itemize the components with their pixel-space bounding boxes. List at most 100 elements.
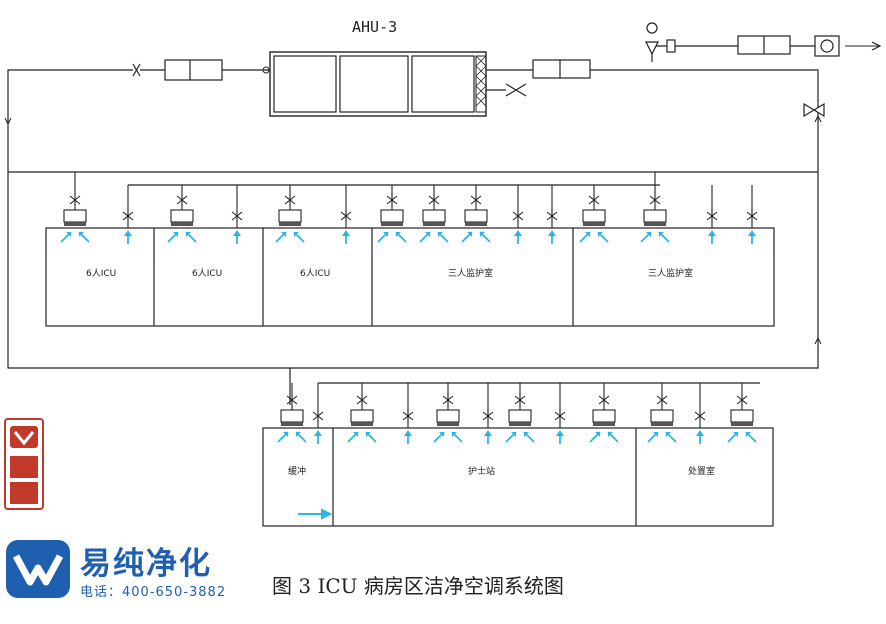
airflow-arrowhead	[666, 432, 671, 437]
hepa-diffuser	[731, 422, 753, 426]
hepa-box	[582, 209, 606, 223]
figure-caption: 图 3 ICU 病房区洁净空调系统图	[272, 574, 564, 598]
branch-valve	[598, 395, 610, 405]
branch-valve	[286, 395, 298, 405]
hepa-diffuser	[281, 422, 303, 426]
branch-valve	[546, 211, 558, 221]
airflow-arrowhead	[598, 232, 603, 237]
hepa-diffuser	[64, 222, 86, 226]
airflow-arrowhead	[438, 232, 443, 237]
airflow-arrowhead	[467, 232, 472, 237]
hepa-box	[730, 409, 754, 423]
airflow-arrowhead	[653, 432, 658, 437]
return-arrowhead	[404, 430, 412, 436]
return-arrowhead	[233, 230, 241, 236]
hepa-box	[508, 409, 532, 423]
lower-room-labels: 缓冲 护士站 处置室	[288, 465, 715, 477]
ahu-title: AHU-3	[352, 18, 397, 36]
hepa-box	[422, 209, 446, 223]
hepa-diffuser	[651, 422, 673, 426]
flow-arrows	[4, 114, 822, 345]
brand-name: 易纯净化	[80, 546, 212, 582]
return-arrowhead	[314, 430, 322, 436]
branch-valve	[482, 411, 494, 421]
branch-valve	[694, 411, 706, 421]
branch-valve	[554, 411, 566, 421]
hepa-diffuser	[465, 222, 487, 226]
airflow-arrowhead	[595, 432, 600, 437]
hepa-diffuser	[509, 422, 531, 426]
branch-valve	[176, 195, 188, 205]
branch-valve	[386, 195, 398, 205]
branch-valve	[284, 195, 296, 205]
hepa-box	[278, 209, 302, 223]
branch-valve	[428, 195, 440, 205]
branch-valve	[746, 211, 758, 221]
return-arrowhead	[342, 230, 350, 236]
hepa-diffuser	[351, 422, 373, 426]
return-arrowhead	[548, 230, 556, 236]
airflow-arrowhead	[524, 432, 529, 437]
upper-rooms	[45, 227, 775, 327]
airflow-arrowhead	[452, 432, 457, 437]
branch-valve	[69, 195, 81, 205]
branch-valve	[512, 211, 524, 221]
hepa-diffuser	[583, 222, 605, 226]
hepa-diffuser	[171, 222, 193, 226]
airflow-arrowhead	[79, 232, 84, 237]
branch-valve	[442, 395, 454, 405]
branch-valve	[356, 395, 368, 405]
room-label: 缓冲	[288, 465, 306, 477]
hepa-box	[380, 209, 404, 223]
company-logo	[6, 540, 70, 598]
airflow-arrowhead	[396, 232, 401, 237]
airflow-arrowhead	[383, 232, 388, 237]
airflow-arrowhead	[173, 232, 178, 237]
hepa-box	[170, 209, 194, 223]
return-arrowhead	[514, 230, 522, 236]
branch-valve	[649, 195, 661, 205]
branch-valve	[402, 411, 414, 421]
airflow-arrowhead	[283, 432, 288, 437]
hepa-diffuser	[437, 422, 459, 426]
hepa-box	[280, 409, 304, 423]
brand-phone: 电话：400-650-3882	[80, 585, 227, 600]
lower-rooms	[262, 427, 774, 527]
branch-valve	[656, 395, 668, 405]
airflow-arrowhead	[608, 432, 613, 437]
duct-components	[132, 22, 882, 118]
airflow-arrowhead	[296, 432, 301, 437]
room-label: 三人监护室	[648, 267, 693, 279]
upper-room-labels: 6人ICU 6人ICU 6人ICU 三人监护室 三人监护室	[86, 267, 693, 279]
branch-valve	[231, 211, 243, 221]
hepa-diffuser	[279, 222, 301, 226]
return-arrowhead	[708, 230, 716, 236]
hepa-box	[63, 209, 87, 223]
seal-stamp	[4, 418, 44, 510]
return-arrowhead	[124, 230, 132, 236]
airflow-arrowhead	[659, 232, 664, 237]
return-arrowhead	[748, 230, 756, 236]
branch-valve	[122, 211, 134, 221]
return-arrowhead	[484, 430, 492, 436]
hepa-box	[592, 409, 616, 423]
hepa-diffuser	[644, 222, 666, 226]
hepa-diffuser	[381, 222, 403, 226]
airflow-arrowhead	[585, 232, 590, 237]
room-label: 6人ICU	[300, 268, 330, 279]
airflow-arrowhead	[646, 232, 651, 237]
supply-filter	[164, 59, 223, 81]
airflow-arrowhead	[281, 232, 286, 237]
airflow-arrowhead	[186, 232, 191, 237]
airflow-arrowhead	[480, 232, 485, 237]
branch-valve	[588, 195, 600, 205]
hepa-diffuser	[593, 422, 615, 426]
airflow-arrowhead	[353, 432, 358, 437]
room-label: 6人ICU	[192, 268, 222, 279]
return-filter	[532, 59, 591, 79]
room-label: 护士站	[468, 465, 495, 477]
room-label: 6人ICU	[86, 268, 116, 279]
branch-valve	[706, 211, 718, 221]
hepa-box	[643, 209, 667, 223]
